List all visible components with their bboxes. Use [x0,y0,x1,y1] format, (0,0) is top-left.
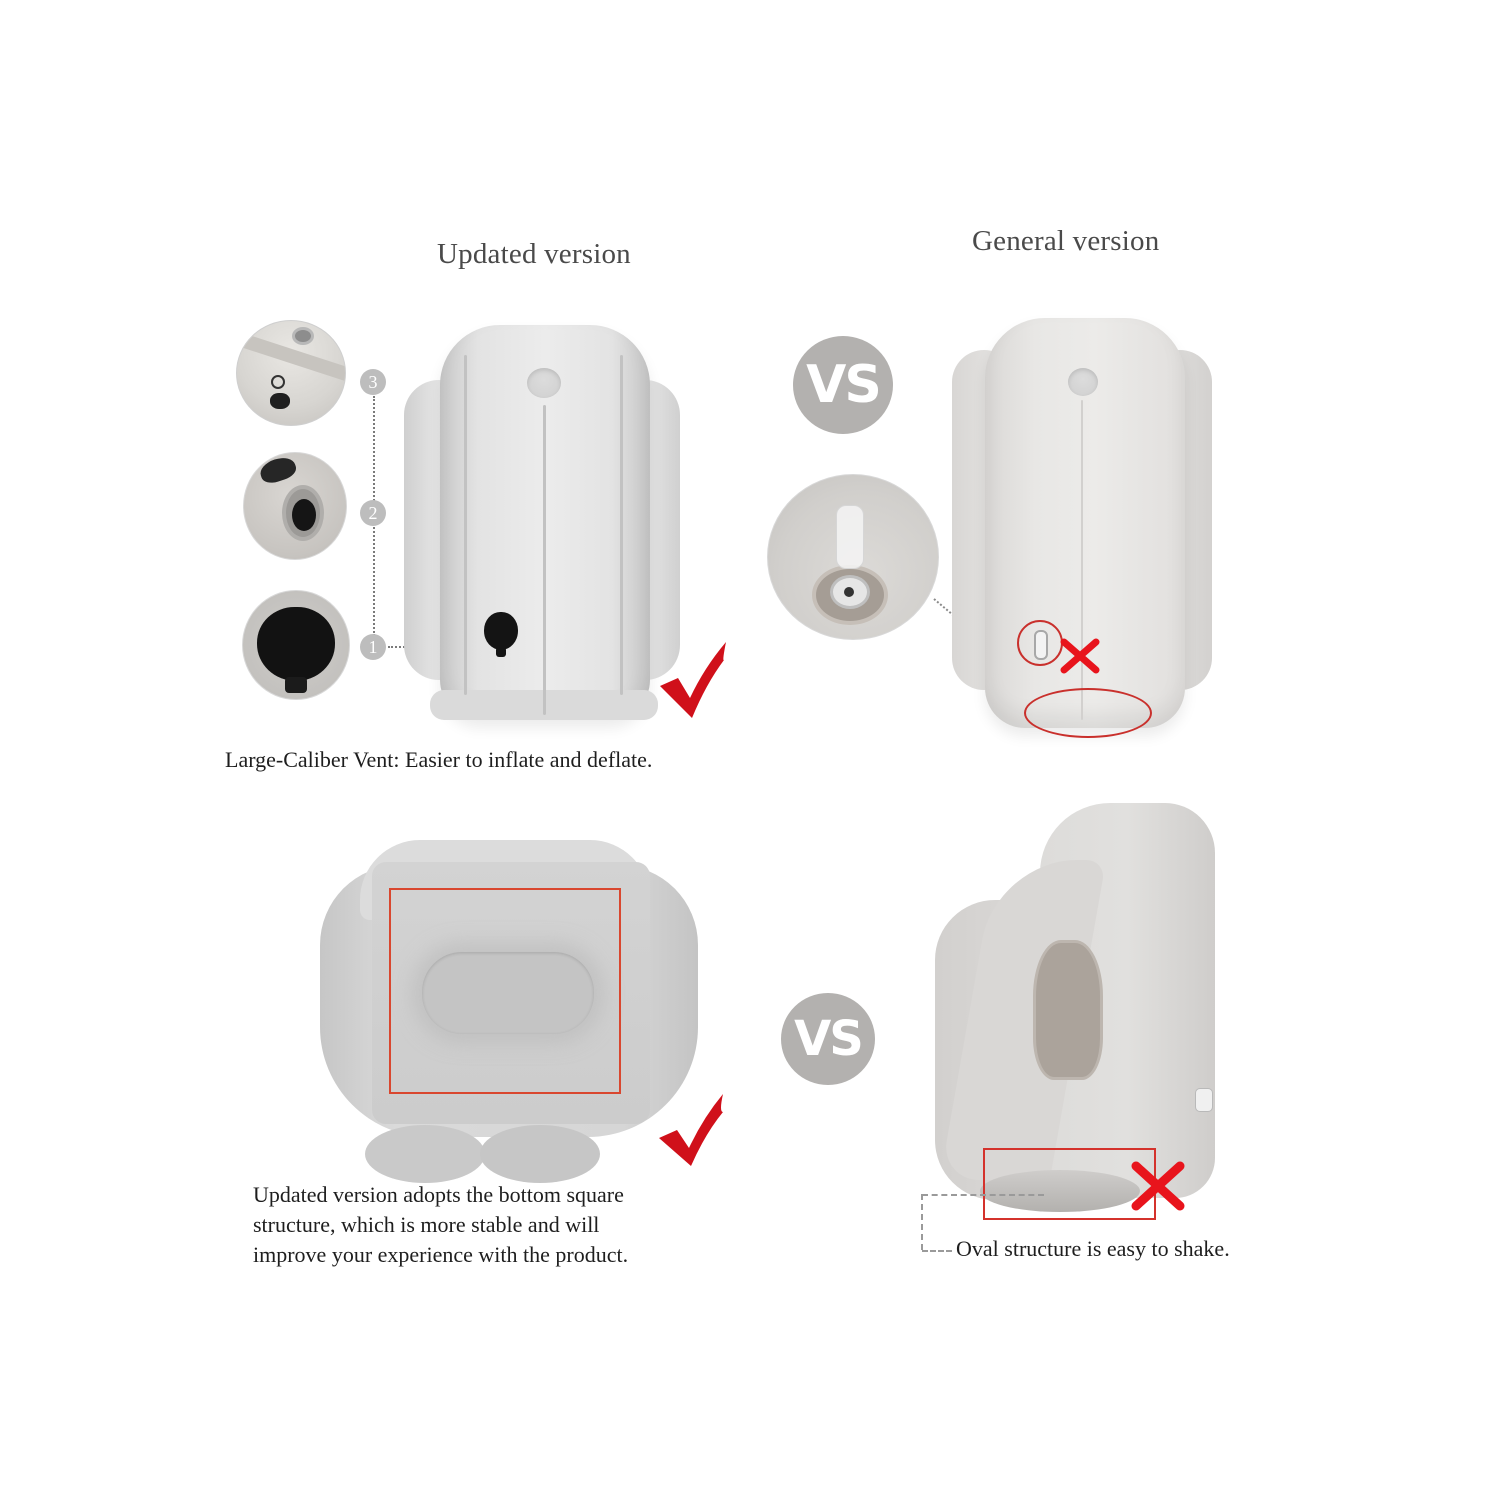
valve-cap-icon [270,393,290,409]
pillow-seam [464,355,467,695]
pillow-edge [237,329,345,387]
vent-detail-image-step-3 [236,320,346,426]
vs-badge-bottom: VS [781,993,875,1085]
vs-badge-top: VS [793,336,893,434]
step-1-badge: 1 [360,634,386,660]
square-base-highlight-rect [389,888,621,1094]
valve-transparent-cap [836,505,864,569]
pointer-line-vertical [921,1194,923,1250]
caption-oval-structure: Oval structure is easy to shake. [956,1236,1230,1261]
valve-highlight-circle [1017,620,1063,666]
caption-square-structure: Updated version adopts the bottom square… [253,1180,628,1270]
pillow-center-seam [1081,400,1083,720]
valve-cap-open-icon [257,453,299,487]
valve-ring-icon [271,375,285,389]
base-highlight-ellipse [1024,688,1152,738]
caption-line: improve your experience with the product… [253,1242,629,1267]
cross-mark-icon [1130,1160,1186,1212]
general-valve-detail-image [767,474,939,640]
caption-line: Updated version adopts the bottom square [253,1182,624,1207]
valve-ring [830,575,870,609]
step-3-badge: 3 [360,369,386,395]
caption-large-caliber-vent: Large-Caliber Vent: Easier to inflate an… [225,747,653,772]
pillow-bottom-lobe-left [365,1125,485,1183]
valve-tab-icon [285,677,307,693]
side-valve-icon [1195,1088,1213,1112]
vent-tab [496,647,506,657]
valve-hole-icon [292,499,316,531]
pillow-face-hole [1033,940,1103,1080]
pillow-bottom-lobe-right [480,1125,600,1183]
step-2-badge: 2 [360,500,386,526]
heading-general-version: General version [972,225,1160,257]
vent-detail-image-step-2 [243,452,347,560]
large-vent-valve-icon [484,612,518,650]
valve-opening-icon [292,327,314,345]
square-base-recess [422,952,594,1034]
oval-base [980,1170,1140,1212]
pillow-dimple [1068,368,1098,396]
pointer-line-to-caption [922,1250,952,1252]
cross-mark-icon [1060,638,1100,674]
vent-detail-image-step-1 [242,590,350,700]
caption-line: structure, which is more stable and will [253,1212,600,1237]
check-mark-icon [657,1092,727,1168]
pointer-line-horizontal [922,1194,1044,1196]
pillow-dimple [527,368,561,398]
valve-cap-closed-icon [257,607,335,681]
heading-updated-version: Updated version [437,238,631,270]
pillow-seam [620,355,623,695]
check-mark-icon [656,640,730,720]
valve-core [844,587,854,597]
pillow-center-seam [543,405,546,715]
